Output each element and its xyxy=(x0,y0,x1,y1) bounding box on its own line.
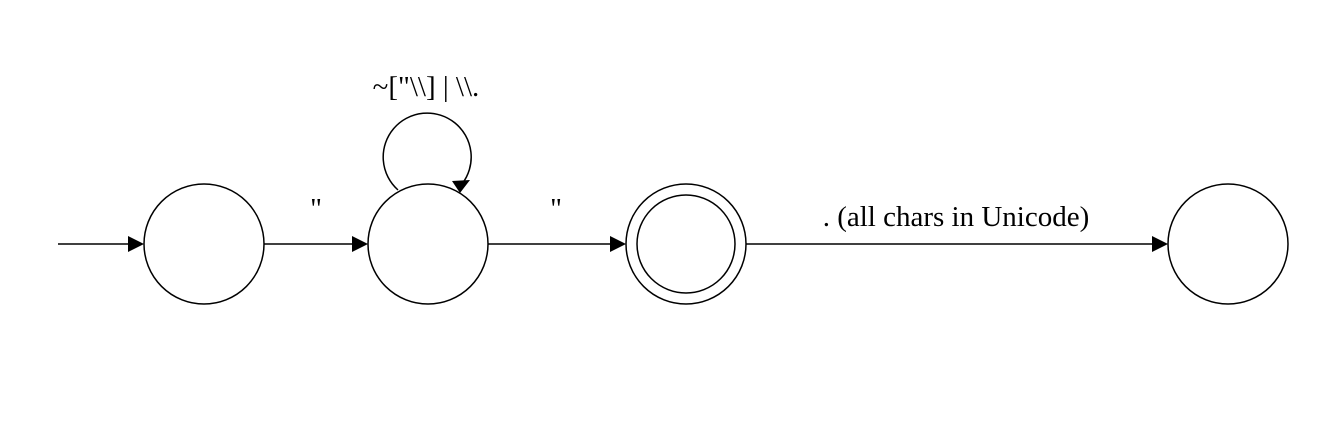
transition-s2-s3 xyxy=(746,236,1168,252)
state-start xyxy=(143,183,265,305)
transition-s0-s1 xyxy=(264,236,368,252)
transition-label-s1-s2: " xyxy=(550,193,562,225)
self-loop-label: ~["\\] | \\. xyxy=(373,71,480,103)
transition-label-s0-s1: " xyxy=(310,193,322,225)
transition-s1-s2 xyxy=(488,236,626,252)
self-loop-s1 xyxy=(382,112,472,193)
initial-arrow xyxy=(58,236,144,252)
state-accepting xyxy=(625,183,747,305)
transition-label-s2-s3: . (all chars in Unicode) xyxy=(823,201,1090,233)
state-in-string xyxy=(367,183,489,305)
state-trailing xyxy=(1167,183,1289,305)
